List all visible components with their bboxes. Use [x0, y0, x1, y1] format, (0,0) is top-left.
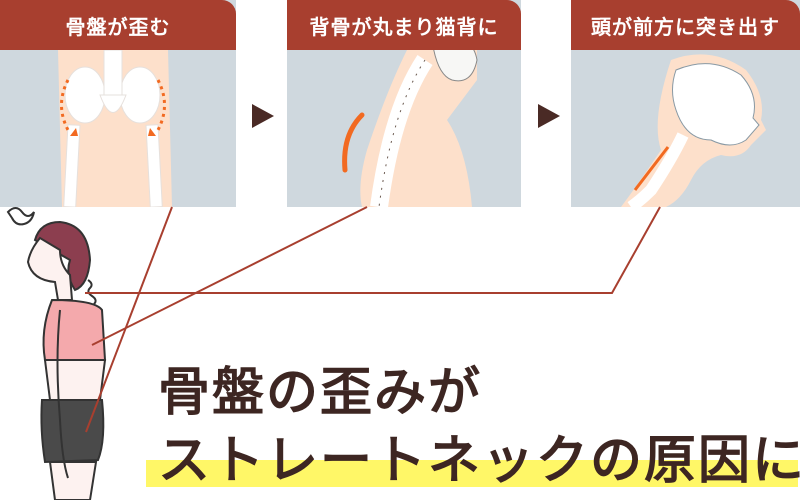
panel-pelvis: 骨盤が歪む	[0, 0, 236, 207]
play-arrow-icon	[252, 104, 274, 128]
play-arrow-icon	[538, 104, 560, 128]
panel-spine: 背骨が丸まり猫背に	[287, 0, 521, 207]
panel-title: 背骨が丸まり猫背に	[287, 0, 521, 50]
pelvis-illustration	[58, 50, 172, 207]
worry-scribble-icon	[6, 207, 35, 226]
headline-highlight	[146, 460, 798, 487]
panel-forward-head: 頭が前方に突き出す	[571, 0, 800, 207]
skull-illustration	[621, 54, 766, 207]
panel-title: 骨盤が歪む	[0, 0, 236, 50]
headline-line-2: ストレートネックの原因に	[158, 431, 800, 491]
headline-line-1: 骨盤の歪みが	[158, 363, 483, 423]
spine-illustration	[342, 50, 478, 207]
panel-title: 頭が前方に突き出す	[571, 0, 800, 50]
